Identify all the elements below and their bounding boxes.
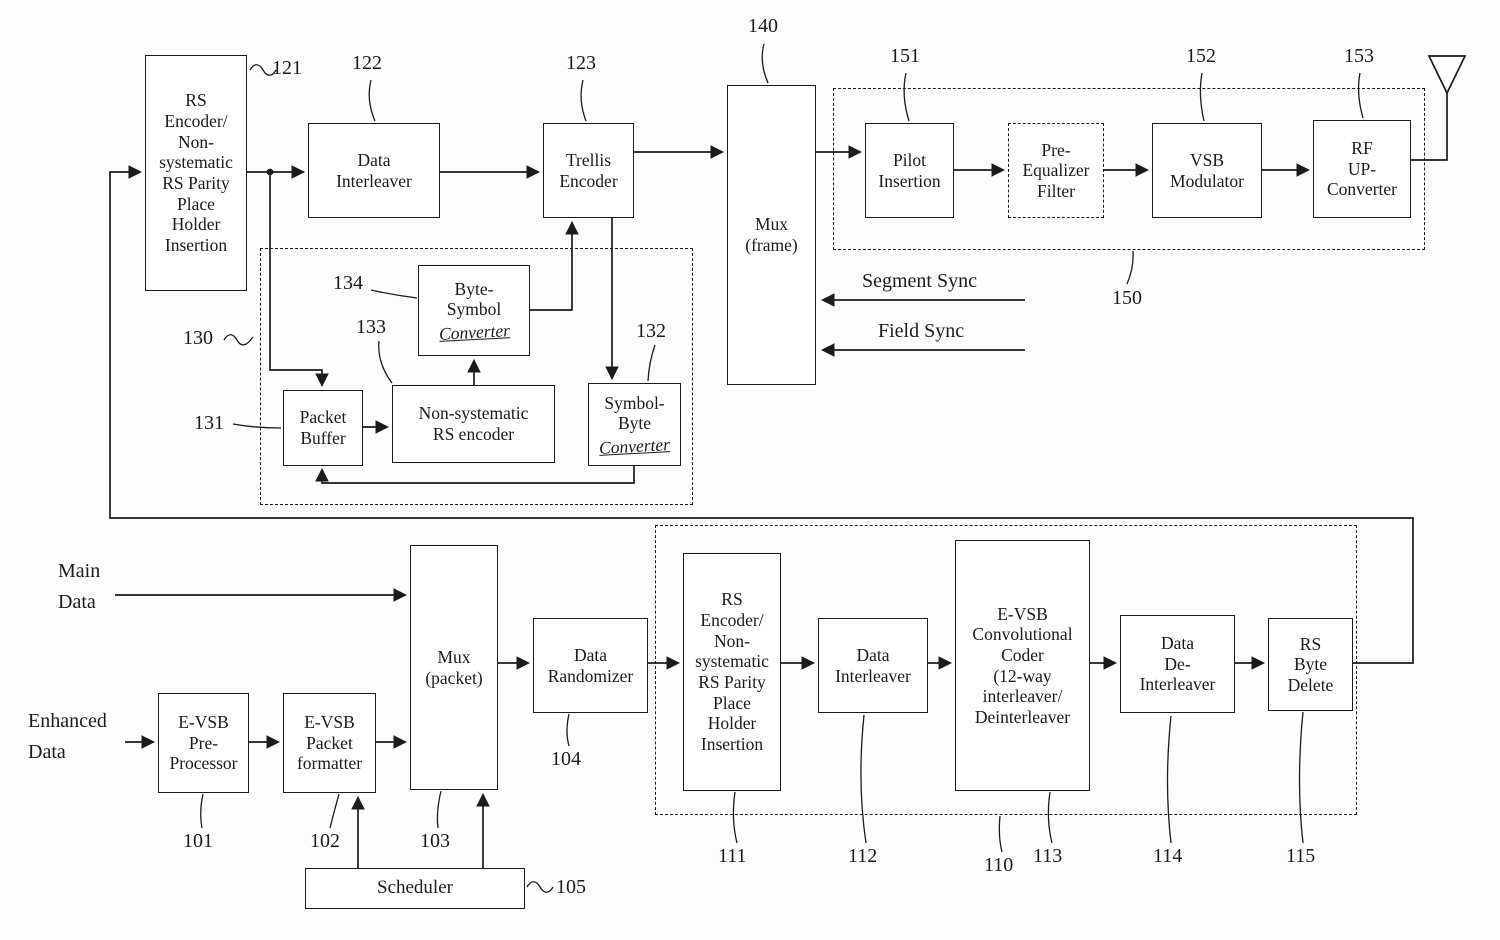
squiggle-105 bbox=[526, 881, 554, 893]
block-123-trellis-encoder: Trellis Encoder bbox=[543, 123, 634, 218]
block-label: Symbol- Byte bbox=[604, 392, 665, 434]
block-140-mux-frame: Mux (frame) bbox=[727, 85, 816, 385]
wire-rf-to-antenna bbox=[1411, 93, 1448, 161]
ref-115: 115 bbox=[1286, 845, 1316, 867]
ref-102: 102 bbox=[310, 830, 340, 852]
leader-103 bbox=[436, 790, 442, 829]
squiggle-121 bbox=[249, 64, 277, 76]
ref-134: 134 bbox=[333, 272, 363, 294]
leader-152 bbox=[1199, 72, 1205, 122]
junction-dot bbox=[266, 168, 274, 176]
block-151-pilot-insertion: Pilot Insertion bbox=[865, 123, 954, 218]
block-111-rs-parity-insertion: RS Encoder/ Non- systematic RS Parity Pl… bbox=[683, 553, 781, 791]
squiggle-130 bbox=[223, 334, 254, 346]
ref-101: 101 bbox=[183, 830, 213, 852]
ref-110: 110 bbox=[984, 854, 1014, 876]
wire-feedback-loop bbox=[109, 165, 1414, 664]
block-134-byte-symbol-converter: Byte- Symbol Converter bbox=[418, 265, 530, 356]
block-104-data-randomizer: Data Randomizer bbox=[533, 618, 648, 713]
leader-153 bbox=[1357, 72, 1364, 119]
label-main-data: Main Data bbox=[58, 560, 101, 613]
wire-symbol-byte-to-buffer bbox=[315, 466, 635, 484]
ref-121: 121 bbox=[272, 57, 302, 79]
ref-131: 131 bbox=[194, 412, 224, 434]
leader-104 bbox=[566, 713, 570, 747]
ref-113: 113 bbox=[1033, 845, 1063, 867]
block-114-data-deinterleaver: Data De- Interleaver bbox=[1120, 615, 1235, 713]
block-115-rs-byte-delete: RS Byte Delete bbox=[1268, 618, 1353, 711]
group-150-transmitter-backend bbox=[833, 88, 1425, 250]
group-130-parity-generator bbox=[260, 248, 693, 505]
block-pre-equalizer-filter: Pre- Equalizer Filter bbox=[1008, 123, 1104, 218]
group-110-evsb-coder bbox=[655, 525, 1357, 815]
leader-122 bbox=[368, 79, 376, 122]
block-105-scheduler: Scheduler bbox=[305, 868, 525, 909]
leader-110 bbox=[998, 815, 1003, 853]
block-102-evsb-packet-formatter: E-VSB Packet formatter bbox=[283, 693, 376, 793]
wire-tap-to-packet-buffer bbox=[269, 172, 329, 388]
leader-112 bbox=[860, 714, 867, 844]
block-112-data-interleaver: Data Interleaver bbox=[818, 618, 928, 713]
leader-115 bbox=[1298, 711, 1304, 844]
ref-114: 114 bbox=[1153, 845, 1183, 867]
leader-133 bbox=[378, 340, 393, 384]
ref-112: 112 bbox=[848, 845, 878, 867]
block-121-rs-parity-insertion: RS Encoder/ Non- systematic RS Parity Pl… bbox=[145, 55, 247, 291]
ref-140: 140 bbox=[748, 15, 778, 37]
leader-132 bbox=[647, 344, 656, 382]
block-103-mux-packet: Mux (packet) bbox=[410, 545, 498, 790]
leader-134 bbox=[370, 289, 418, 299]
label-field-sync: Field Sync bbox=[878, 320, 965, 342]
ref-130: 130 bbox=[183, 327, 213, 349]
block-131-packet-buffer: Packet Buffer bbox=[283, 390, 363, 466]
leader-151 bbox=[903, 72, 910, 122]
label-enhanced-data: Enhanced Data bbox=[28, 710, 107, 763]
block-101-evsb-pre-processor: E-VSB Pre- Processor bbox=[158, 693, 249, 793]
block-152-vsb-modulator: VSB Modulator bbox=[1152, 123, 1262, 218]
label-segment-sync: Segment Sync bbox=[862, 270, 977, 292]
ref-104: 104 bbox=[551, 748, 581, 770]
block-133-non-systematic-rs-encoder: Non-systematic RS encoder bbox=[392, 385, 555, 463]
leader-114 bbox=[1166, 715, 1172, 844]
block-153-rf-up-converter: RF UP- Converter bbox=[1313, 120, 1411, 218]
block-label-handwritten: Converter bbox=[598, 433, 671, 458]
leader-111 bbox=[732, 791, 738, 844]
leader-123 bbox=[580, 79, 587, 122]
block-122-data-interleaver: Data Interleaver bbox=[308, 123, 440, 218]
block-label-handwritten: Converter bbox=[438, 319, 510, 344]
ref-122: 122 bbox=[352, 52, 382, 74]
block-label: Byte- Symbol bbox=[446, 278, 502, 320]
block-113-evsb-convolutional-coder: E-VSB Convolutional Coder (12-way interl… bbox=[955, 540, 1090, 791]
leader-150 bbox=[1126, 250, 1134, 285]
leader-102 bbox=[329, 793, 340, 829]
leader-140 bbox=[761, 43, 769, 84]
ref-103: 103 bbox=[420, 830, 450, 852]
ref-132: 132 bbox=[636, 320, 666, 342]
ref-151: 151 bbox=[890, 45, 920, 67]
antenna-icon bbox=[1427, 55, 1467, 95]
ref-123: 123 bbox=[566, 52, 596, 74]
ref-111: 111 bbox=[718, 845, 747, 867]
block-132-symbol-byte-converter: Symbol- Byte Converter bbox=[588, 383, 681, 466]
ref-133: 133 bbox=[356, 316, 386, 338]
leader-113 bbox=[1047, 791, 1053, 844]
ref-152: 152 bbox=[1186, 45, 1216, 67]
ref-105: 105 bbox=[556, 876, 586, 898]
leader-101 bbox=[200, 793, 204, 829]
wire-byte-symbol-to-trellis bbox=[530, 220, 579, 311]
leader-131 bbox=[232, 423, 282, 429]
ref-150: 150 bbox=[1112, 287, 1142, 309]
ref-153: 153 bbox=[1344, 45, 1374, 67]
